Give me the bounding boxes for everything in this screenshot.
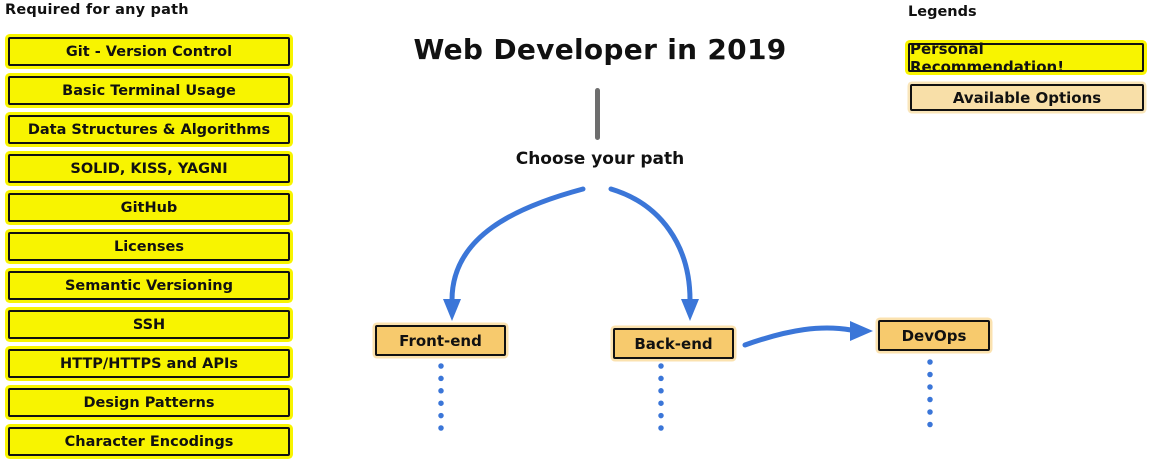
legend-heading: Legends (908, 4, 977, 20)
node-devops[interactable]: DevOps (878, 320, 990, 351)
legend-section: Legends Personal Recommendation! Availab… (908, 4, 1146, 111)
topic-character-encodings[interactable]: Character Encodings (8, 427, 290, 456)
node-back-end[interactable]: Back-end (613, 328, 734, 359)
legend-available-options: Available Options (910, 84, 1144, 111)
required-list: Git - Version Control Basic Terminal Usa… (8, 37, 290, 460)
topic-solid-kiss-yagni[interactable]: SOLID, KISS, YAGNI (8, 154, 290, 183)
node-front-end[interactable]: Front-end (375, 325, 506, 356)
arrow-to-devops (742, 325, 854, 348)
topic-licenses[interactable]: Licenses (8, 232, 290, 261)
topic-terminal[interactable]: Basic Terminal Usage (8, 76, 290, 105)
topic-git[interactable]: Git - Version Control (8, 37, 290, 66)
arrowhead-back-end-icon (681, 299, 699, 321)
topic-semantic-versioning[interactable]: Semantic Versioning (8, 271, 290, 300)
arrow-to-back-end (608, 186, 693, 303)
arrowhead-devops-icon (850, 321, 873, 341)
topic-http-apis[interactable]: HTTP/HTTPS and APIs (8, 349, 290, 378)
arrowhead-front-end-icon (443, 299, 461, 321)
topic-design-patterns[interactable]: Design Patterns (8, 388, 290, 417)
topic-github[interactable]: GitHub (8, 193, 290, 222)
topic-data-structures[interactable]: Data Structures & Algorithms (8, 115, 290, 144)
required-section: Required for any path Git - Version Cont… (5, 2, 300, 456)
page-title: Web Developer in 2019 (413, 33, 787, 66)
choose-your-path-label: Choose your path (515, 149, 685, 169)
required-heading: Required for any path (5, 2, 189, 18)
arrow-to-front-end (449, 186, 586, 303)
topic-ssh[interactable]: SSH (8, 310, 290, 339)
legend-personal-recommendation: Personal Recommendation! (908, 40, 1144, 76)
stem-line (595, 88, 600, 140)
